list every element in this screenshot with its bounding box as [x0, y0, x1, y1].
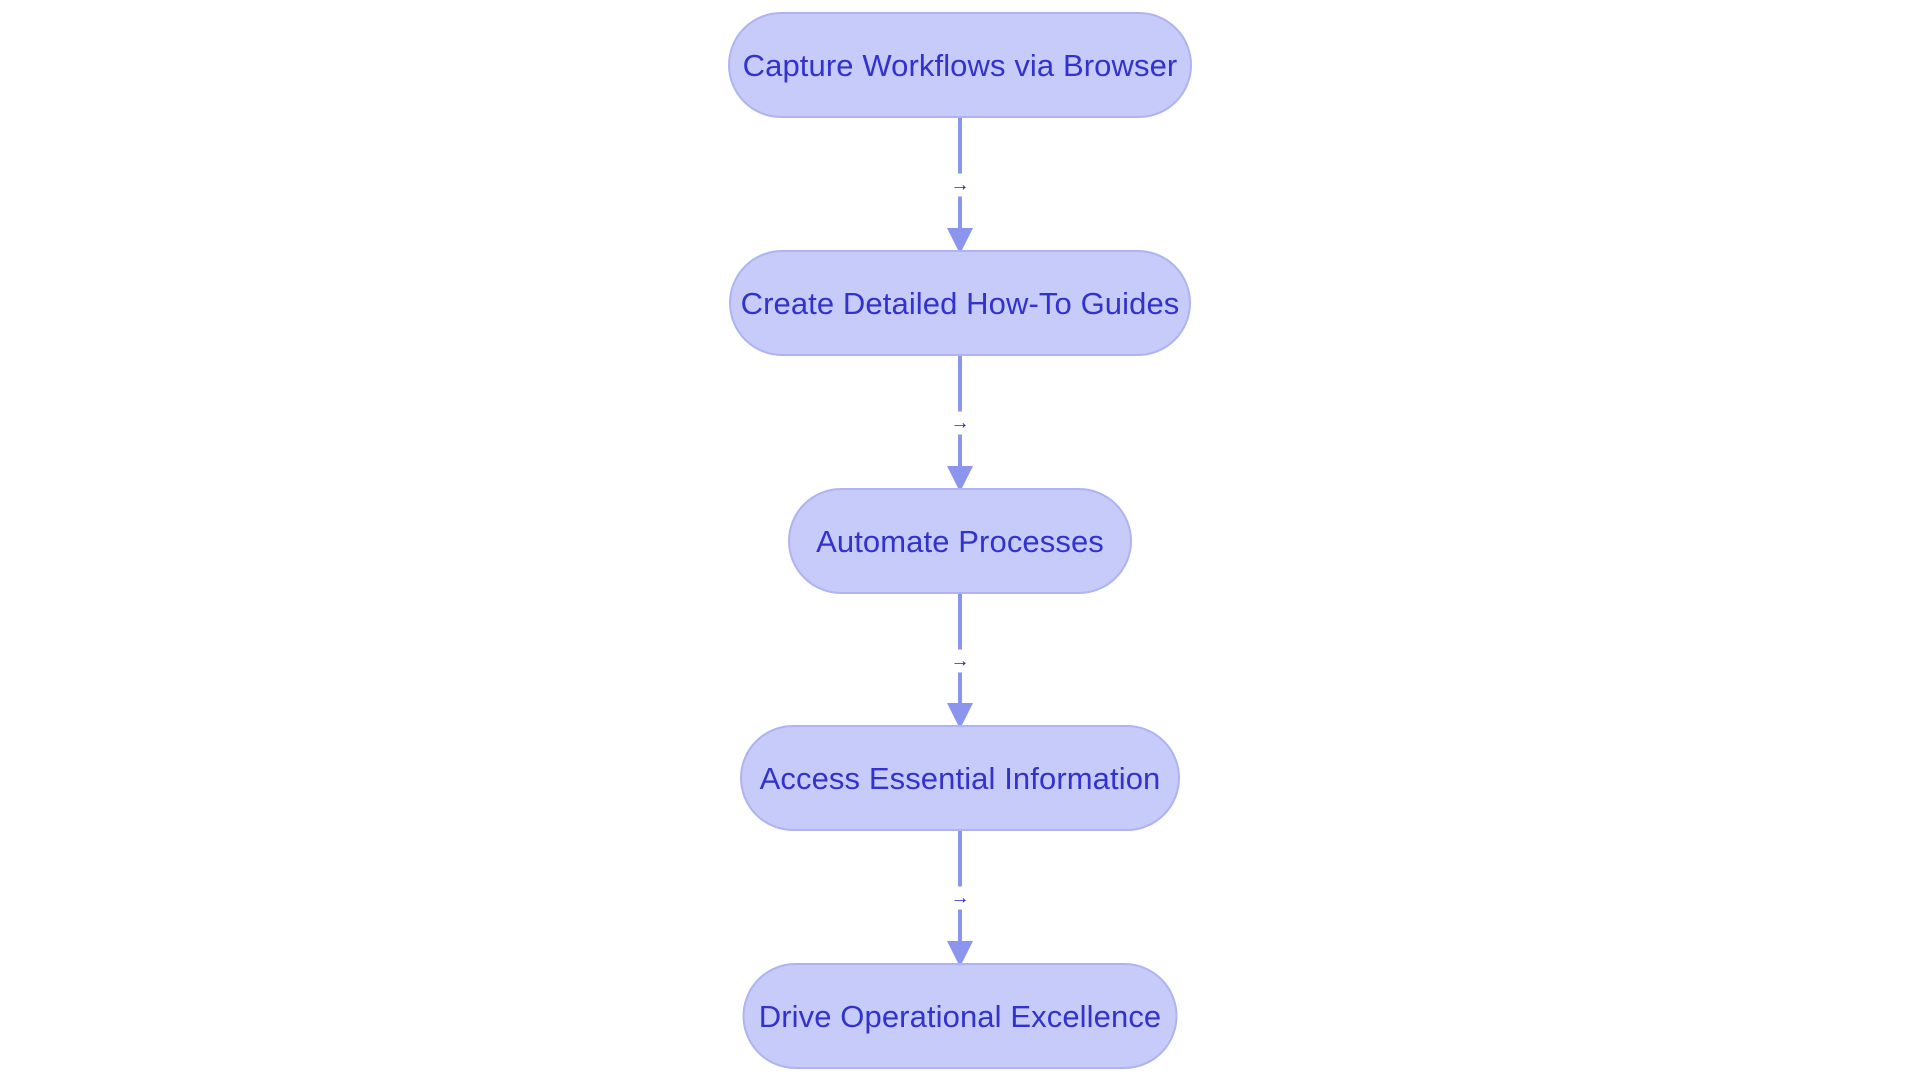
flow-node-label: Automate Processes [816, 523, 1104, 559]
flow-node-automate-processes[interactable]: Automate Processes [788, 488, 1132, 594]
flow-node-access-essential-information[interactable]: Access Essential Information [740, 725, 1180, 831]
edge-label-arrow-right-icon: → [945, 649, 975, 672]
flow-edge-n4-to-n5: → [920, 829, 1000, 967]
flow-node-drive-operational-excellence[interactable]: Drive Operational Excellence [742, 963, 1178, 1069]
arrowhead-icon [947, 941, 973, 967]
flow-node-create-detailed-how-to-guides[interactable]: Create Detailed How-To Guides [729, 250, 1191, 356]
edge-label-arrow-right-icon: → [945, 886, 975, 910]
flow-node-label: Drive Operational Excellence [758, 998, 1162, 1034]
flow-node-capture-workflows-via-browser[interactable]: Capture Workflows via Browser [728, 12, 1192, 118]
arrowhead-icon [947, 228, 973, 254]
flow-edge-n2-to-n3: → [920, 354, 1000, 492]
edge-label-arrow-right-icon: → [945, 411, 975, 435]
flow-node-label: Access Essential Information [759, 760, 1161, 796]
arrowhead-icon [947, 466, 973, 492]
arrowhead-icon [947, 703, 973, 729]
flow-node-label: Create Detailed How-To Guides [740, 285, 1180, 321]
flow-node-label: Capture Workflows via Browser [742, 47, 1178, 83]
edge-label-arrow-right-icon: → [945, 173, 975, 197]
flow-edge-n3-to-n4: → [920, 592, 1000, 729]
flow-edge-n1-to-n2: → [920, 116, 1000, 254]
